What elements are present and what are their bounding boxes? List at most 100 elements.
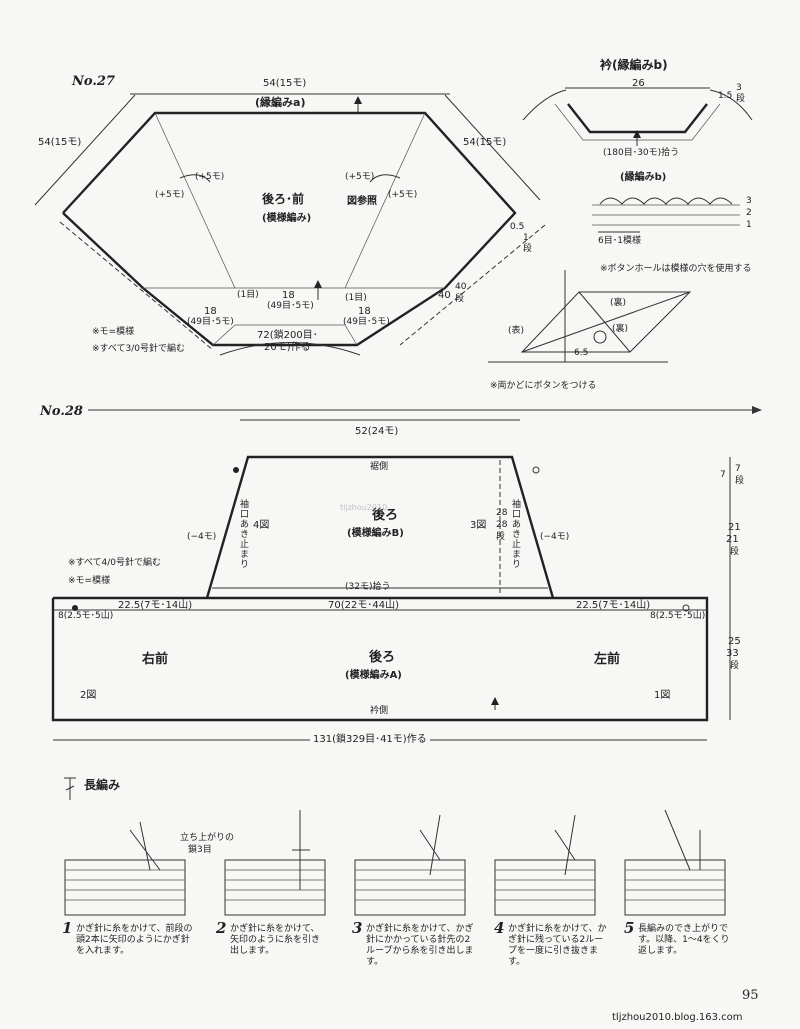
- collar-h-dan: 段: [736, 94, 746, 104]
- no27-n40b: 40: [455, 282, 467, 292]
- no28-h21: 21: [728, 522, 741, 533]
- collar-shape: [522, 87, 753, 146]
- step-1-text: かぎ針に糸をかけて、前段の頭2本に矢印のようにかぎ針を入れます。: [76, 924, 193, 956]
- no28-back2: 後ろ: [369, 650, 396, 665]
- corner-note: ※両かどにボタンをつける: [490, 381, 597, 391]
- collar-h-rows: 3: [736, 83, 742, 93]
- no27-border-a: (縁編みa): [255, 96, 306, 109]
- no27-center-18: 18: [282, 290, 295, 301]
- no27-one-r: (1目): [345, 293, 367, 303]
- no28-title: No.28: [40, 404, 83, 419]
- no28-fig3: 3図: [470, 520, 487, 531]
- no28-h7b: 7: [735, 464, 741, 474]
- no27-center-stitch: (49目･5モ): [267, 301, 314, 311]
- no27-dan1: 段: [523, 244, 533, 254]
- collar-width: 26: [632, 78, 645, 89]
- step-5-number: 5: [624, 919, 635, 937]
- no28-left8: 8(2.5モ･5山): [58, 611, 114, 621]
- step-4-number: 4: [494, 919, 505, 937]
- button-note: ※ボタンホールは模様の穴を使用する: [600, 264, 752, 274]
- no28-slit-l: 袖口あき止まり: [240, 500, 250, 570]
- no28-collar-side: 衿側: [370, 706, 389, 716]
- step-3-text: かぎ針に糸をかけて、かぎ針にかかっている針先の2ループから糸を引き出します。: [366, 924, 474, 967]
- tr-chain-note2: 鎖3目: [188, 845, 212, 855]
- no27-ref: 図参照: [347, 196, 377, 207]
- no28-h28: 28: [496, 508, 508, 518]
- diamond-diagram: [488, 270, 692, 363]
- collar-title: 衿(縁編みb): [600, 58, 668, 72]
- no28-back2-pattern: (模様編みA): [345, 670, 402, 681]
- no28-h21b: 21: [726, 534, 739, 545]
- step-5-text: 長編みのでき上がりです。以降、1〜4をくり返します。: [638, 924, 730, 956]
- no28-fig4: 4図: [253, 520, 270, 531]
- no28-h28-dan: 段: [496, 532, 506, 542]
- step-1-number: 1: [62, 919, 73, 937]
- step-2-text: かぎ針に糸をかけて、矢印のように糸を引き出します。: [230, 924, 321, 956]
- no28-hem: 裾側: [370, 462, 389, 472]
- no28-h25-dan: 段: [730, 661, 740, 671]
- collar-pickup: (180目･30モ)拾う: [603, 148, 680, 158]
- no27-left-side: 54(15モ): [38, 137, 82, 148]
- no27-left-stitch: (49目･5モ): [187, 317, 234, 327]
- no28-fig1: 1図: [654, 690, 671, 701]
- no28-dec-r: (−4モ): [540, 532, 570, 542]
- no27-n1: 1: [523, 233, 529, 243]
- step-illustrations: [64, 809, 726, 916]
- no28-right-front: 右前: [142, 652, 169, 667]
- border-b-r2: 2: [746, 208, 752, 218]
- no28-back: 後ろ: [372, 508, 399, 523]
- no27-inc-rl: (+5モ): [388, 190, 418, 200]
- no28-note2: ※モ=模様: [68, 576, 111, 586]
- no28-fig2: 2図: [80, 690, 97, 701]
- no27-inc-lm: (+5モ): [195, 172, 225, 182]
- no28-right225: 22.5(7モ･14山): [576, 600, 651, 611]
- no27-bottom: 72(鎖200目･: [257, 330, 318, 341]
- border-b-chart: [592, 197, 740, 233]
- no28-dec-l: (−4モ): [187, 532, 217, 542]
- no27-left-18: 18: [204, 306, 217, 317]
- no27-note1: ※モ=模様: [92, 327, 135, 337]
- no28-h25b: 33: [726, 648, 739, 659]
- no28-back-pattern: (模様編みB): [347, 528, 404, 539]
- no28-h28b: 28: [496, 520, 508, 530]
- no27-right-stitch: (49目･5モ): [343, 317, 390, 327]
- no27-title: No.27: [72, 74, 115, 89]
- no27-n40: 40: [438, 290, 451, 301]
- tr-chain-note: 立ち上がりの: [180, 833, 235, 843]
- no27-right-side: 54(15モ): [463, 137, 507, 148]
- diamond-ura2: (裏): [612, 324, 629, 334]
- collar-h: 1.5: [718, 91, 733, 101]
- step-3-number: 3: [352, 919, 363, 937]
- diamond-size: 6.5: [574, 348, 589, 358]
- no27-inc-ll: (+5モ): [155, 190, 185, 200]
- no28-right8: 8(2.5モ･5山): [650, 611, 706, 621]
- no28-h25: 25: [728, 636, 741, 647]
- step-2-number: 2: [216, 919, 227, 937]
- no27-body-pattern: (模様編み): [262, 213, 312, 224]
- border-b-title: (縁編みb): [620, 172, 667, 183]
- no28-h21-dan: 段: [730, 547, 740, 557]
- no27-body-title: 後ろ･前: [262, 192, 305, 206]
- border-b-repeat: 6目･1模様: [598, 236, 641, 246]
- shawl-outline: [62, 96, 517, 347]
- no27-one-l: (1目): [237, 290, 259, 300]
- cardigan-outline: [51, 419, 731, 741]
- step-4-text: かぎ針に糸をかけて、かぎ針に残っている2ループを一度に引き抜きます。: [508, 924, 607, 967]
- border-b-r1: 1: [746, 220, 752, 230]
- crochet-symbol: [64, 777, 76, 800]
- no28-note1: ※すべて4/0号針で編む: [68, 558, 162, 568]
- no27-dan40: 段: [455, 294, 465, 304]
- no28-slit-r: 袖口あき止まり: [512, 500, 522, 570]
- no27-bottom2: 20モ)作る: [264, 342, 311, 353]
- diamond-ura1: (裏): [610, 298, 627, 308]
- stamp-logo: tljzhou2010: [340, 503, 388, 512]
- no28-top: 52(24モ): [355, 426, 399, 437]
- border-b-r3: 3: [746, 196, 752, 206]
- no28-left-front: 左前: [594, 652, 621, 667]
- no27-note2: ※すべて3/0号針で編む: [92, 344, 186, 354]
- shawl-dimension-lines: [34, 93, 546, 356]
- no27-n05: 0.5: [510, 222, 525, 232]
- no28-h7-dan: 段: [735, 476, 745, 486]
- diamond-omote: (表): [508, 326, 525, 336]
